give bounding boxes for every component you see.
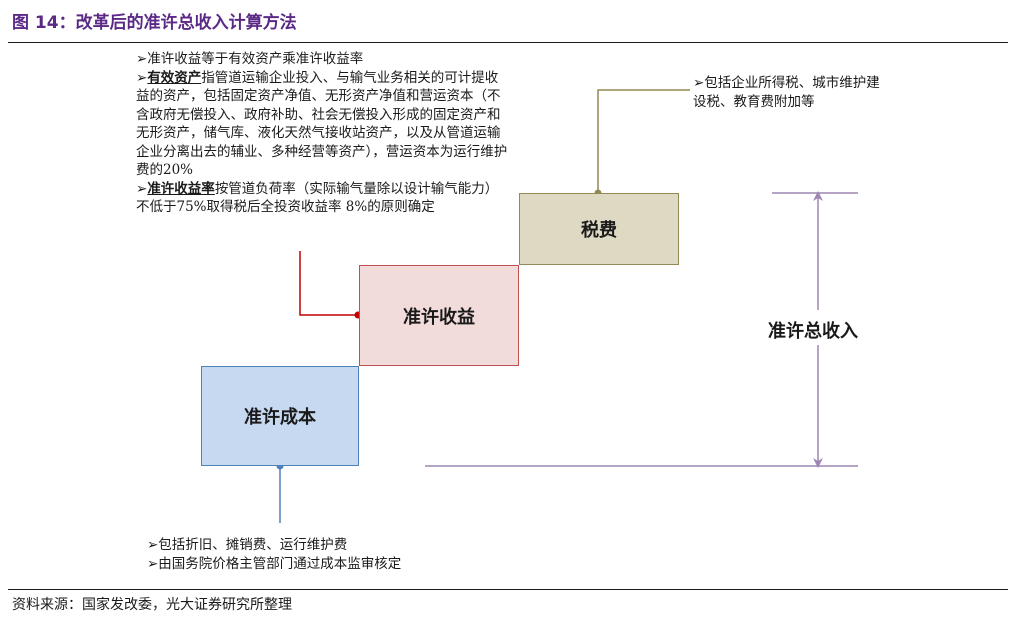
- return-rate-term: 准许收益率: [147, 180, 215, 197]
- allowed-cost-label: 准许成本: [244, 407, 316, 428]
- effective-assets-text: 指管道运输企业投入、与输气业务相关的可计提收益的资产，包括固定资产净值、无形资产…: [136, 69, 508, 179]
- figure-title: 图 14：改革后的准许总收入计算方法: [12, 13, 297, 33]
- effective-assets-term: 有效资产: [147, 69, 202, 86]
- tax-connector: [597, 89, 690, 193]
- tax-box: 税费: [519, 193, 679, 265]
- allowed-return-box: 准许收益: [359, 265, 519, 366]
- return-note: ➢准许收益等于有效资产乘准许收益率 ➢有效资产指管道运输企业投入、与输气业务相关…: [136, 50, 508, 217]
- tax-note-text: ➢包括企业所得税、城市维护建设税、教育费附加等: [693, 75, 880, 110]
- allowed-cost-box: 准许成本: [201, 366, 359, 466]
- cost-note-line-2: ➢由国务院价格主管部门通过成本监审核定: [147, 555, 402, 572]
- source-note: 资料来源：国家发改委，光大证券研究所整理: [12, 597, 292, 613]
- return-note-bullet-2: ➢有效资产指管道运输企业投入、与输气业务相关的可计提收益的资产，包括固定资产净值…: [136, 69, 508, 179]
- total-revenue-label: 准许总收入: [768, 321, 858, 342]
- cost-note: ➢包括折旧、摊销费、运行维护费 ➢由国务院价格主管部门通过成本监审核定: [147, 536, 487, 573]
- allowed-return-label: 准许收益: [403, 306, 475, 328]
- bottom-rule: [8, 589, 1008, 590]
- return-note-bullet-3: ➢准许收益率按管道负荷率（实际输气量除以设计输气能力）不低于75%取得税后全投资…: [136, 180, 499, 216]
- top-rule: [8, 42, 1008, 43]
- return-note-line-1: ➢准许收益等于有效资产乘准许收益率: [136, 51, 364, 67]
- return-rate-text: 按管道负荷率（实际输气量除以设计输气能力）不低于75%取得税后全投资收益率 8%…: [136, 180, 499, 216]
- return-connector: [299, 251, 358, 316]
- tax-note: ➢包括企业所得税、城市维护建设税、教育费附加等: [693, 74, 889, 111]
- tax-label: 税费: [581, 220, 617, 241]
- cost-note-line-1: ➢包括折旧、摊销费、运行维护费: [147, 537, 348, 553]
